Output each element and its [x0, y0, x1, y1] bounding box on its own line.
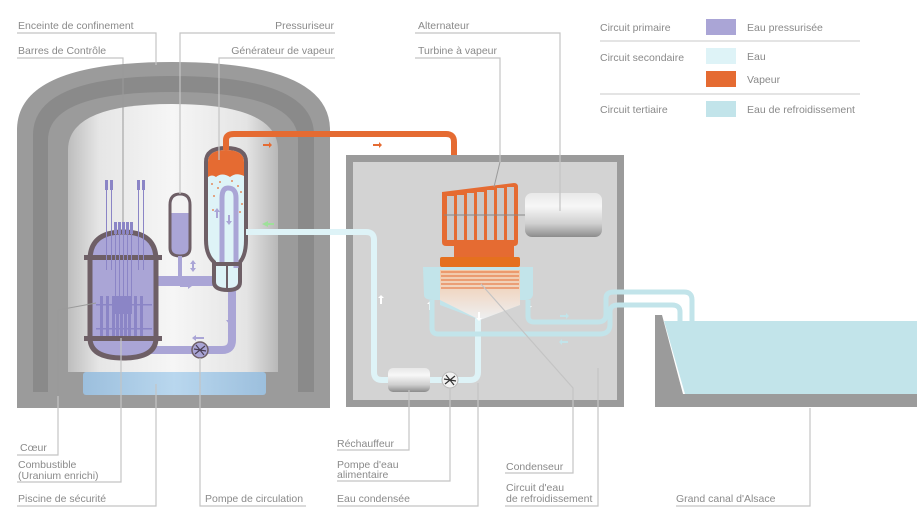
cooling-water-circuit	[429, 289, 695, 337]
legend-circuit-primaire: Circuit primaire	[600, 22, 671, 34]
feedwater-loop	[246, 229, 481, 383]
label-pompe-eau-1: Pompe d'eau	[337, 459, 399, 471]
primary-circuit	[84, 180, 236, 361]
label-pompe-eau-2: alimentaire	[337, 469, 389, 481]
label-grand-canal: Grand canal d'Alsace	[676, 493, 776, 505]
condenser-tubes	[441, 271, 519, 289]
label-eau-condensee: Eau condensée	[337, 493, 410, 505]
legend-label-vapeur: Vapeur	[747, 74, 781, 86]
condenser	[423, 257, 533, 321]
steam-pipe	[223, 131, 457, 186]
reactor-vessel	[84, 180, 162, 361]
circulation-pump	[191, 341, 209, 359]
feedwater-inlet-arrow	[262, 221, 274, 227]
pressurizer	[168, 192, 192, 278]
label-circuit-eau-1: Circuit d'eau	[506, 482, 564, 494]
label-rechauffeur: Réchauffeur	[337, 438, 395, 450]
legend-label-eau-pressurisee: Eau pressurisée	[747, 22, 823, 34]
label-pompe-circulation: Pompe de circulation	[205, 493, 303, 505]
label-alternateur: Alternateur	[418, 20, 470, 32]
legend-swatch-eau-pressurisee	[706, 19, 736, 35]
label-combustible-2: (Uranium enrichi)	[18, 470, 99, 482]
label-generateur: Générateur de vapeur	[231, 45, 334, 57]
component-labels: Enceinte de confinement Barres de Contrô…	[18, 20, 776, 505]
label-condenseur: Condenseur	[506, 461, 564, 473]
label-pressuriseur: Pressuriseur	[275, 20, 334, 32]
label-circuit-eau-2: de refroidissement	[506, 493, 592, 505]
label-piscine: Piscine de sécurité	[18, 493, 106, 505]
legend-swatch-vapeur	[706, 71, 736, 87]
legend-swatch-eau-refroidissement	[706, 101, 736, 117]
label-combustible-1: Combustible	[18, 459, 77, 471]
primary-flow-arrows	[180, 260, 232, 341]
label-barres: Barres de Contrôle	[18, 45, 106, 57]
label-enceinte: Enceinte de confinement	[18, 20, 134, 32]
alternator	[525, 193, 602, 237]
legend-label-eau-refroidissement: Eau de refroidissement	[747, 104, 855, 116]
reheater	[388, 368, 430, 392]
leader-lines	[17, 32, 811, 507]
label-turbine: Turbine à vapeur	[418, 45, 497, 57]
label-coeur: Cœur	[20, 442, 47, 454]
steam-generator	[204, 145, 248, 293]
control-rods	[105, 180, 145, 314]
legend: Circuit primaire Eau pressurisée Circuit…	[600, 19, 860, 117]
grand-canal	[655, 315, 917, 407]
steam-turbine	[442, 183, 530, 258]
legend-circuit-secondaire: Circuit secondaire	[600, 52, 684, 64]
safety-pool	[83, 372, 266, 395]
legend-circuit-tertiaire: Circuit tertiaire	[600, 104, 668, 116]
legend-swatch-eau	[706, 48, 736, 64]
legend-label-eau: Eau	[747, 51, 766, 63]
feedwater-pump	[441, 371, 459, 389]
